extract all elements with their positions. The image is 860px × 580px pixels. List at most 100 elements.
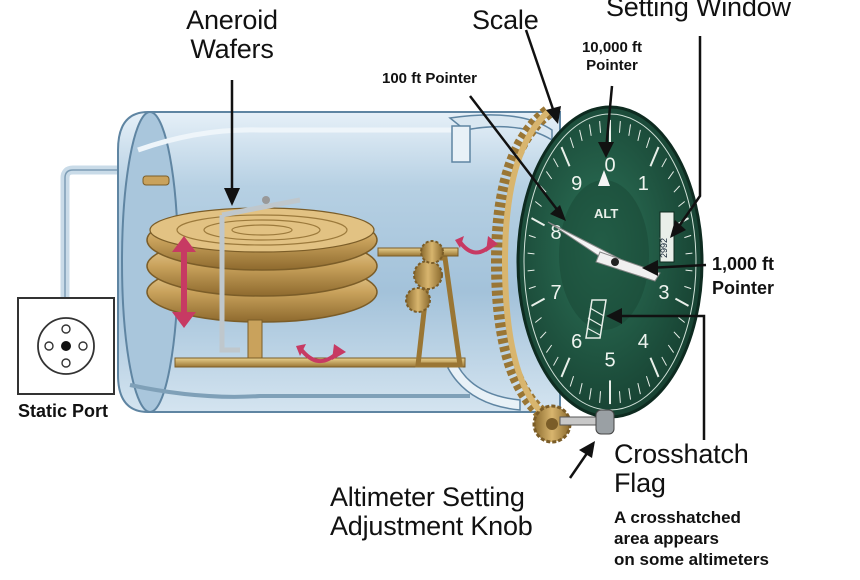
adjustment-knob-label: Altimeter Setting Adjustment Knob [330,483,533,541]
crosshatch-flag-mark [585,299,607,339]
dial-alt-text: ALT [594,206,618,221]
dial-minor-tick [645,375,651,387]
dial-minor-tick [528,234,536,239]
pointer-hub [611,258,619,266]
rotate-arrow-icon-upper [455,236,498,255]
dial-number: 4 [638,331,649,353]
dial-minor-tick [661,356,667,366]
crosshatch-lines [586,307,605,336]
dial-minor-tick [599,391,602,403]
aneroid-wafers [146,196,378,361]
dial-minor-tick [527,252,535,255]
dial-major-tick [674,297,690,307]
dial-minor-tick [673,185,681,193]
dial-minor-tick [685,252,693,255]
dial-number: 8 [550,222,561,244]
dial-minor-tick [579,382,583,395]
leader-arrowheads [224,106,686,458]
dial-major-tick [530,217,546,227]
dial-minor-tick [599,121,602,133]
setting-window-label: Setting Window [606,0,791,22]
static-tube-outline [64,169,128,300]
dial-major-tick [649,146,660,167]
dial-minor-tick [588,124,592,136]
dial-minor-tick [528,285,536,290]
leader-crosshatch [612,314,706,440]
dial-minor-tick [667,171,675,180]
dial-minor-tick [678,317,686,323]
dial-minor-tick [678,201,686,207]
dial-minor-tick [539,331,547,339]
rotate-arrow-icon [296,344,346,363]
dial-number: 1 [638,173,649,195]
dial-number: 0 [604,154,615,176]
dial-number: 9 [571,173,582,195]
dial-minor-tick [545,171,553,180]
adjustment-knob-line1: Altimeter Setting [330,482,525,512]
dial-number: 5 [604,350,615,372]
pointer-1000ft-label: 1,000 ft Pointer [712,252,774,300]
aneroid-wafers-label: Aneroid Wafers [172,6,292,64]
dial-minor-tick [637,129,641,142]
aneroid-label-line1: Aneroid [186,5,278,35]
dial-minor-tick [534,317,542,323]
rim-gear-highlight [501,109,551,419]
dial-minor-tick [527,269,535,272]
window-reading: 2992 [659,238,669,258]
dial-minor-tick [553,356,559,366]
dial-minor-tick [534,201,542,207]
leader-setting-window [673,36,702,233]
leader-100ft [469,95,563,217]
kollsman-window: 2992 [659,211,675,263]
dial-minor-tick [684,285,692,290]
crosshatch-line1: Crosshatch [614,439,749,469]
pointer-10000ft-line1: 10,000 ft [581,39,643,56]
crosshatch-note: A crosshatched area appears on some alti… [614,507,769,570]
dial-ticks [527,119,693,405]
dial-minor-tick [673,331,681,339]
pointer-10000ft-needle [598,170,610,186]
aneroid-label-line2: Wafers [190,34,274,64]
static-port-icon [17,297,115,395]
scale-label: Scale [472,5,539,35]
crosshatch-flag-label: Crosshatch Flag [614,440,749,498]
crosshatch-note-line1: A crosshatched [614,508,741,527]
crosshatch-note-line2: area appears [614,529,719,548]
crosshatch-note-line3: on some altimeters [614,550,769,569]
dial-minor-tick [667,344,675,353]
dial-major-tick [560,146,571,167]
dial-minor-tick [569,137,575,149]
dial-minor-tick [645,137,651,149]
rim-gear [490,106,553,422]
dial-minor-tick [569,375,575,387]
pointer-1000ft-needle [595,251,661,282]
dial-minor-tick [637,382,641,395]
dial-minor-tick [628,388,632,400]
pointer-100ft-label: 100 ft Pointer [382,70,478,87]
dial-major-tick [560,357,571,378]
dial-minor-tick [579,129,583,142]
dial-minor-tick [618,391,621,403]
dial-number: 7 [550,282,561,304]
dial-minor-tick [684,234,692,239]
dial-minor-tick [628,124,632,136]
leader-10000ft [604,85,614,151]
pointer-1000ft-line2: Pointer [712,278,775,298]
adjustment-knob [532,404,615,444]
adjustment-knob-line2: Adjustment Knob [330,511,533,541]
dial-minor-tick [685,269,693,272]
dial-number: 6 [571,331,582,353]
dial-minor-tick [661,158,667,168]
pointer-10000ft-line2: Pointer [586,57,638,74]
leader-scale [524,29,558,119]
pointer-1000ft-line1: 1,000 ft [712,254,775,274]
dial-minor-tick [588,388,592,400]
static-port-label: Static Port [18,401,109,421]
dial-major-tick [649,357,660,378]
dial-minor-tick [618,121,621,133]
pointer-10000ft-label: 10,000 ft Pointer [562,39,662,75]
up-down-arrow-icon [172,236,196,328]
dial-major-tick [530,297,546,307]
